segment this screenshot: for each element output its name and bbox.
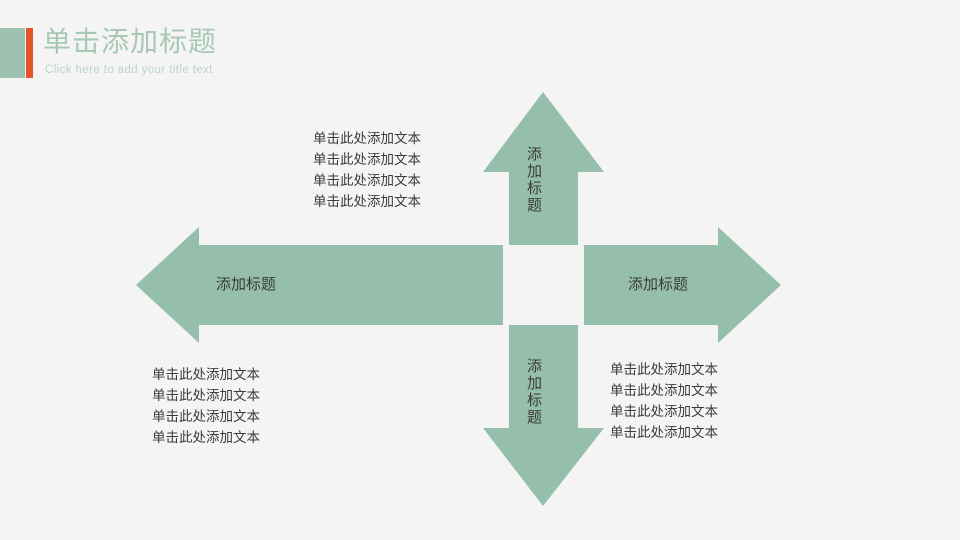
arrow-down-label[interactable]: 添加标题: [525, 358, 542, 426]
arrow-up-label[interactable]: 添加标题: [525, 146, 542, 214]
arrow-right-shape[interactable]: [584, 227, 781, 343]
arrow-left-shape[interactable]: [136, 227, 503, 343]
text-line: 单击此处添加文本: [610, 383, 718, 398]
text-line: 单击此处添加文本: [313, 173, 421, 188]
arrow-down-shape[interactable]: [483, 325, 604, 506]
text-line: 单击此处添加文本: [152, 430, 260, 445]
title-accent-orange-swatch: [26, 28, 33, 78]
text-line: 单击此处添加文本: [610, 425, 718, 440]
title-accent-green-swatch: [0, 28, 25, 78]
text-line: 单击此处添加文本: [610, 362, 718, 377]
arrow-right-label[interactable]: 添加标题: [628, 276, 689, 293]
text-line: 单击此处添加文本: [313, 131, 421, 146]
text-block-bottom-right[interactable]: 单击此处添加文本 单击此处添加文本 单击此处添加文本 单击此处添加文本: [610, 359, 718, 443]
page-subtitle[interactable]: Click here to add your title text: [45, 64, 213, 76]
text-line: 单击此处添加文本: [152, 388, 260, 403]
arrow-up-shape[interactable]: [483, 92, 604, 245]
arrow-left-label[interactable]: 添加标题: [216, 276, 277, 293]
text-line: 单击此处添加文本: [152, 367, 260, 382]
page-title[interactable]: 单击添加标题: [43, 26, 218, 57]
text-line: 单击此处添加文本: [313, 194, 421, 209]
text-line: 单击此处添加文本: [152, 409, 260, 424]
text-line: 单击此处添加文本: [610, 404, 718, 419]
text-block-bottom-left[interactable]: 单击此处添加文本 单击此处添加文本 单击此处添加文本 单击此处添加文本: [152, 364, 260, 448]
text-block-top-left[interactable]: 单击此处添加文本 单击此处添加文本 单击此处添加文本 单击此处添加文本: [313, 128, 421, 212]
slide-title-block: 单击添加标题 Click here to add your title text: [0, 26, 420, 84]
text-line: 单击此处添加文本: [313, 152, 421, 167]
